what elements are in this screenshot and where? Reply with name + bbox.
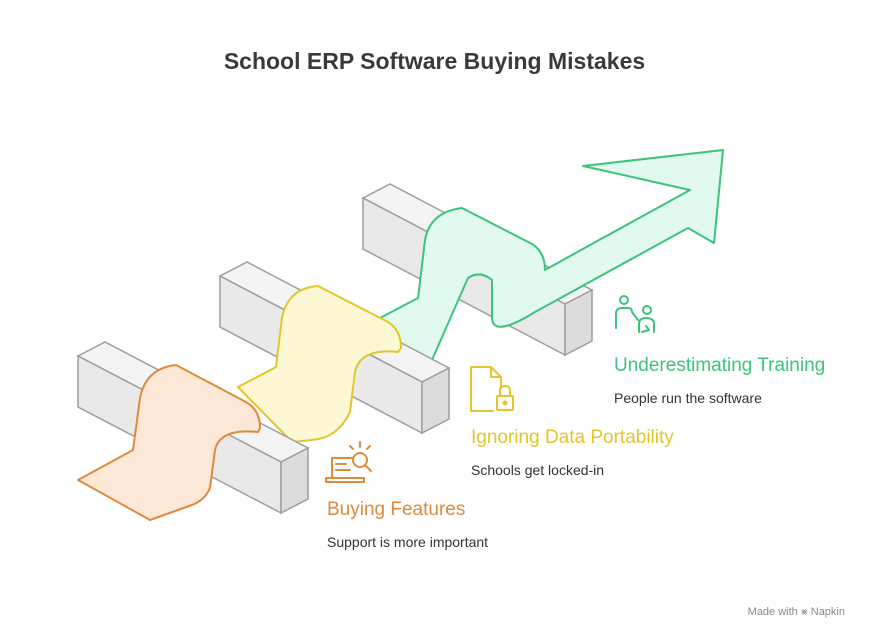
step-3-label: Underestimating Training [614, 355, 826, 376]
napkin-logo-icon: ⨳ [800, 606, 808, 618]
step-2-description: Schools get locked-in [471, 462, 605, 478]
credit-made-with: Made with [747, 606, 798, 618]
ribbon-yellow [237, 285, 402, 443]
diagram-title: School ERP Software Buying Mistakes [223, 48, 646, 74]
credit-brand: Napkin [810, 606, 845, 618]
laptop-search-icon [325, 441, 372, 483]
ribbon-orange [77, 364, 261, 521]
locked-file-icon [470, 366, 514, 412]
step-3-description: People run the software [614, 390, 762, 406]
step-1-description: Support is more important [327, 534, 489, 550]
trainer-people-icon [615, 295, 655, 333]
step-1-label: Buying Features [327, 499, 466, 520]
napkin-credit[interactable]: Made with ⨳ Napkin [748, 606, 845, 619]
step-2-label: Ignoring Data Portability [471, 427, 674, 448]
